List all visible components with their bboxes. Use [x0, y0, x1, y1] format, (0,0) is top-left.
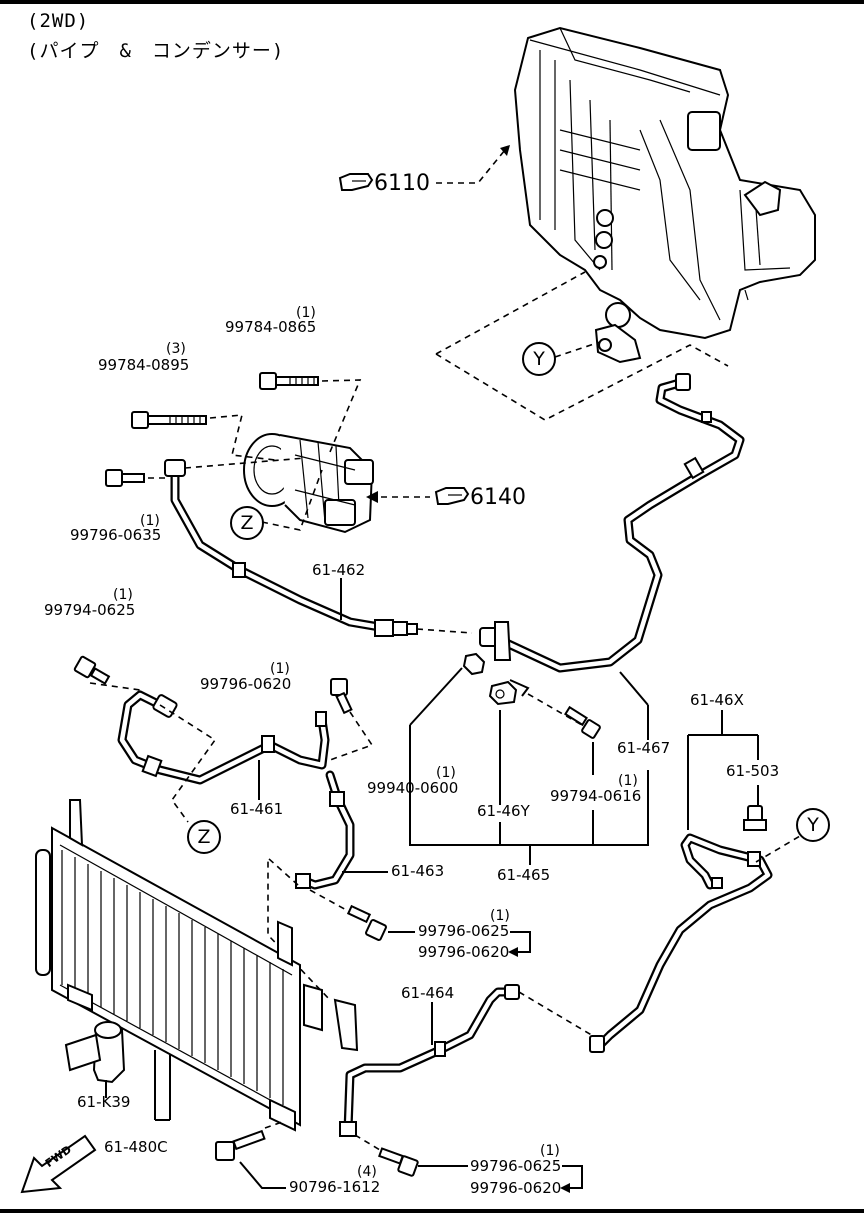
qty-99784-0895: (3) [166, 341, 186, 357]
bolt-0625-lower-dash [354, 1134, 381, 1151]
bolt-99784-0865-drawing [259, 372, 319, 390]
header-section-title: (パイプ & コンデンサー) [27, 40, 285, 62]
pipe-463-dash [267, 856, 331, 1001]
label-99784-0895[interactable]: 99784-0895 [98, 356, 190, 374]
alt-bracket-middle [510, 931, 531, 953]
pipe-61-467-drawing [479, 373, 745, 673]
pipe-61-462-drawing [164, 459, 418, 637]
pointer-hand-6140-icon [434, 487, 470, 505]
pipe-467-leader-a [619, 671, 649, 706]
label-61-462[interactable]: 61-462 [312, 561, 366, 579]
marker-z-upper: Z [230, 506, 264, 540]
bolt-0620-upper-dash [329, 711, 374, 761]
qty-99794-0625: (1) [113, 587, 133, 603]
header-drive-type: (2WD) [27, 10, 90, 32]
nut-99940-0600-drawing [462, 652, 486, 676]
bolt-99796-0625-middle-drawing [346, 904, 387, 941]
marker-z-lower: Z [187, 820, 221, 854]
label-99796-0620-middle[interactable]: 99796-0620 [418, 943, 510, 961]
bolt-0625-middle-dash [309, 889, 351, 913]
label-61-K39[interactable]: 61-K39 [77, 1093, 131, 1111]
ref-6110-leader [436, 149, 506, 184]
bolt-99796-0625-lower-drawing [378, 1147, 419, 1177]
qty-99940-0600: (1) [436, 765, 456, 781]
label-99796-0625-middle[interactable]: 99796-0625 [418, 922, 510, 940]
label-99796-0625-lower[interactable]: 99796-0625 [470, 1157, 562, 1175]
bolt-0865-dash [321, 379, 362, 453]
z-upper-leader [261, 469, 323, 531]
pipe-464-dash [518, 991, 601, 1041]
ref-6140-label[interactable]: 6140 [470, 485, 526, 510]
label-99794-0625[interactable]: 99794-0625 [44, 601, 136, 619]
label-99796-0635[interactable]: 99796-0635 [70, 526, 162, 544]
qty-99796-0625-middle: (1) [490, 908, 510, 924]
marker-y-upper: Y [522, 342, 556, 376]
bolt-1612-dash [264, 1121, 283, 1129]
label-61-465[interactable]: 61-465 [497, 866, 551, 884]
fwd-arrow-icon [20, 1134, 97, 1194]
bolt-1612-leader [239, 1161, 286, 1189]
qty-99784-0865: (1) [296, 305, 316, 321]
ref-6110-label[interactable]: 6110 [374, 171, 430, 196]
y-region-dash-2 [435, 344, 729, 421]
qty-99794-0616: (1) [618, 773, 638, 789]
alt-bracket-lower [562, 1165, 583, 1189]
y-lower-dash [755, 835, 801, 863]
label-61-503[interactable]: 61-503 [726, 762, 780, 780]
bolt-90796-1612-drawing [215, 1129, 266, 1161]
y-marker-leader [554, 341, 601, 358]
qty-90796-1612: (4) [357, 1164, 377, 1180]
pipe-462-joint-dash [416, 628, 473, 634]
label-99784-0865[interactable]: 99784-0865 [225, 318, 317, 336]
bolt-99796-0635-drawing [105, 469, 145, 487]
label-99796-0620-lower[interactable]: 99796-0620 [470, 1179, 562, 1197]
label-61-46Y[interactable]: 61-46Y [477, 802, 530, 820]
label-61-463[interactable]: 61-463 [391, 862, 445, 880]
condenser-drawing [35, 799, 359, 1132]
pipe-61-46X-drawing [589, 833, 773, 1053]
z-lower-dash [159, 704, 217, 823]
label-99940-0600[interactable]: 99940-0600 [367, 779, 459, 797]
qty-99796-0625-lower: (1) [540, 1143, 560, 1159]
leader-99940-0600 [409, 667, 463, 726]
marker-y-lower: Y [796, 808, 830, 842]
pipe-61-461-drawing [117, 690, 330, 785]
qty-99796-0635: (1) [140, 513, 160, 529]
bracket-61-46Y-drawing [488, 679, 530, 706]
label-61-461[interactable]: 61-461 [230, 800, 284, 818]
pressure-switch-61-503-drawing [743, 805, 767, 831]
label-61-464[interactable]: 61-464 [401, 984, 455, 1002]
pipe-461-compressor-dash [184, 457, 306, 469]
y-region-dash-1 [435, 271, 586, 355]
label-90796-1612[interactable]: 90796-1612 [289, 1178, 381, 1196]
bolt-99796-0620-upper-drawing [330, 678, 353, 715]
bolt-99794-0616-drawing [564, 705, 601, 739]
bolt-99784-0895-drawing [131, 411, 207, 429]
pipe-61-464-drawing [339, 984, 520, 1137]
label-99794-0616[interactable]: 99794-0616 [550, 787, 642, 805]
label-61-467[interactable]: 61-467 [617, 739, 671, 757]
receiver-61-K39-drawing [64, 1021, 126, 1084]
label-99796-0620-upper[interactable]: 99796-0620 [200, 675, 292, 693]
pipe-61-463-drawing [295, 770, 355, 890]
bolt-99794-0625-drawing [73, 655, 111, 685]
bolt-0625-dash [89, 682, 141, 691]
qty-99796-0620-upper: (1) [270, 661, 290, 677]
label-61-46X[interactable]: 61-46X [690, 691, 744, 709]
hvac-unit-drawing [513, 26, 816, 364]
bolt-0895-dash [209, 414, 276, 461]
pointer-hand-6110-icon [338, 173, 374, 191]
label-61-480C[interactable]: 61-480C [104, 1138, 168, 1156]
compressor-drawing [243, 433, 374, 534]
